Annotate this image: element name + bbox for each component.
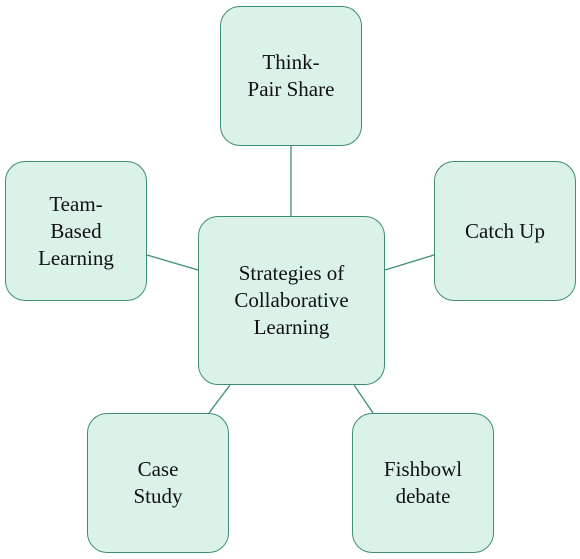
node-think-pair-share: Think- Pair Share — [220, 6, 362, 146]
node-label: Fishbowl debate — [383, 457, 463, 508]
center-node: Strategies of Collaborative Learning — [198, 216, 385, 385]
node-team-based-learning: Team- Based Learning — [5, 161, 147, 301]
node-label: Think- Pair Share — [247, 50, 335, 101]
node-case-study: Case Study — [87, 413, 229, 553]
node-label: Team- Based Learning — [38, 191, 114, 270]
center-node-label: Strategies of Collaborative Learning — [234, 261, 349, 339]
node-catch-up: Catch Up — [434, 161, 576, 301]
node-fishbowl-debate: Fishbowl debate — [352, 413, 494, 553]
connector-bottom-left — [208, 384, 231, 414]
connector-left — [146, 254, 199, 271]
node-label: Case Study — [133, 457, 183, 508]
node-label: Catch Up — [465, 218, 545, 243]
connector-bottom-right — [353, 384, 374, 414]
connector-right — [384, 254, 435, 271]
